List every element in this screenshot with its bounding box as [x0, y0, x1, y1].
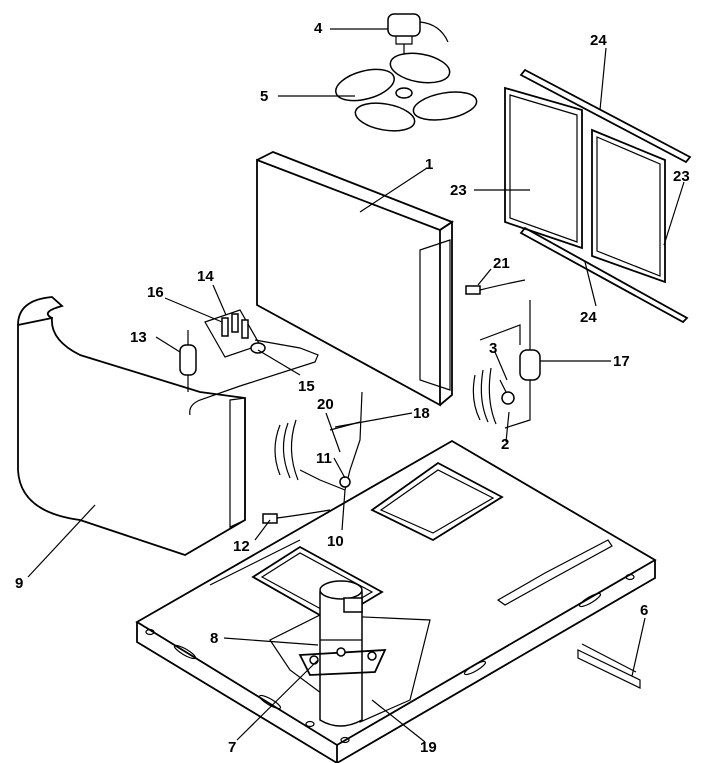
callout-15: 15: [298, 378, 315, 395]
leader-lines: [27, 28, 685, 743]
callout-17: 17: [613, 353, 630, 370]
callout-18: 18: [413, 405, 430, 422]
fan-blade: [335, 52, 478, 132]
reversing-valve: [189, 309, 319, 416]
callout-13: 13: [130, 329, 147, 346]
callout-4: 4: [314, 20, 323, 37]
callout-20: 20: [317, 396, 334, 413]
callout-8: 8: [210, 630, 218, 647]
callout-9: 9: [15, 575, 23, 592]
callout-21: 21: [493, 255, 510, 272]
filter-rails: [519, 68, 692, 324]
fan-motor: [387, 13, 449, 58]
wraparound-coil: [17, 296, 246, 556]
accumulator-right: [504, 300, 541, 429]
callout-24-top: 24: [590, 32, 607, 49]
base-pan: [135, 439, 657, 763]
callout-labels: 1 2 3 4 5 6 7 8 9 10 11 12 13 14 15 16 1…: [15, 20, 690, 756]
air-filters: [504, 86, 666, 284]
callout-14: 14: [197, 268, 214, 285]
callout-23-left: 23: [450, 182, 467, 199]
callout-3: 3: [489, 340, 497, 357]
capillary-tubes: [274, 324, 521, 491]
callout-23-right: 23: [673, 168, 690, 185]
thermistor-21: [465, 279, 526, 295]
callout-12: 12: [233, 538, 250, 555]
callout-24-bottom: 24: [580, 309, 597, 326]
accumulator-left: [179, 330, 197, 392]
callout-10: 10: [327, 533, 344, 550]
callout-19: 19: [420, 739, 437, 756]
terminal-plate: [577, 643, 641, 689]
callout-2: 2: [501, 436, 509, 453]
callout-11: 11: [316, 450, 332, 467]
callout-6: 6: [640, 602, 648, 619]
callout-7: 7: [228, 739, 236, 756]
coil-panel: [256, 151, 454, 407]
callout-16: 16: [147, 284, 164, 301]
compressor: [298, 580, 387, 727]
callout-1: 1: [425, 156, 433, 173]
thermistor-12: [262, 509, 331, 524]
callout-5: 5: [260, 88, 268, 105]
